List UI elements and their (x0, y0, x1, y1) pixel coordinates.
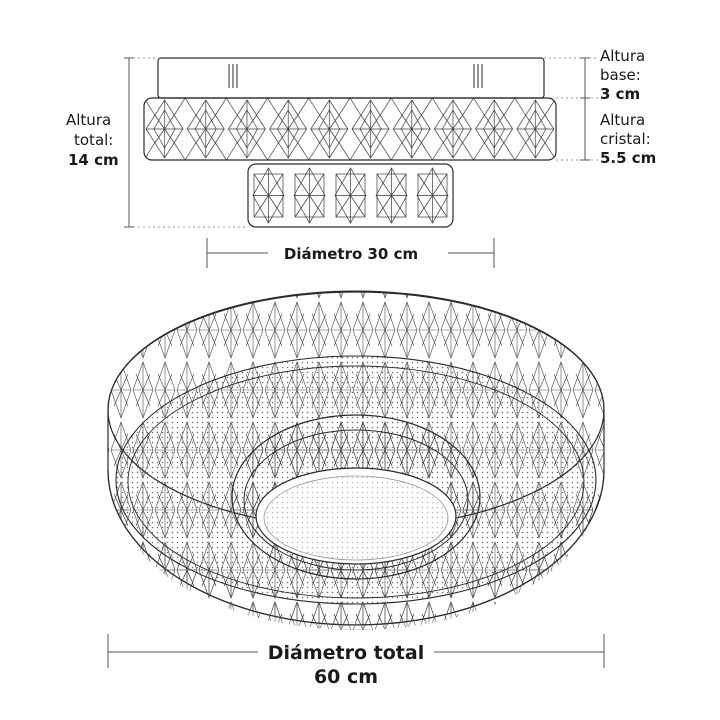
lower-crystal-band (247, 163, 454, 228)
crystal-height-label-1: Altura (600, 111, 645, 129)
total-height-label-1: Altura (66, 111, 111, 129)
crystal-height-dimension (580, 98, 590, 161)
base-height-dimension (580, 57, 590, 99)
vent-slot-right (473, 64, 483, 88)
base-height-label-1: Altura (600, 47, 645, 65)
total-diameter-dimension (107, 634, 605, 668)
vent-slot-left (228, 64, 238, 88)
total-height-label-2: total: (74, 131, 113, 149)
crystal-height-value: 5.5 cm (600, 149, 656, 167)
inner-diameter-dimension (206, 238, 495, 268)
crystal-height-label-2: cristal: (600, 130, 651, 148)
total-height-value: 14 cm (68, 151, 119, 169)
base-height-value: 3 cm (600, 85, 640, 103)
outer-crystal-front (116, 470, 596, 630)
total-diameter-value: 60 cm (314, 666, 378, 688)
center-diffuser-inner (263, 475, 449, 561)
inner-diameter-label: Diámetro 30 cm (284, 245, 418, 263)
inner-ring-band (243, 429, 469, 571)
base-height-label-2: base: (600, 66, 641, 84)
total-diameter-label: Diámetro total (268, 642, 424, 664)
total-height-dimension (124, 57, 134, 228)
base-housing (157, 57, 545, 99)
upper-crystal-band (143, 97, 557, 161)
perspective-view: Diámetro total 60 cm (107, 290, 605, 688)
side-elevation: Altura total: 14 cm Altura base: 3 cm Al… (66, 47, 656, 268)
